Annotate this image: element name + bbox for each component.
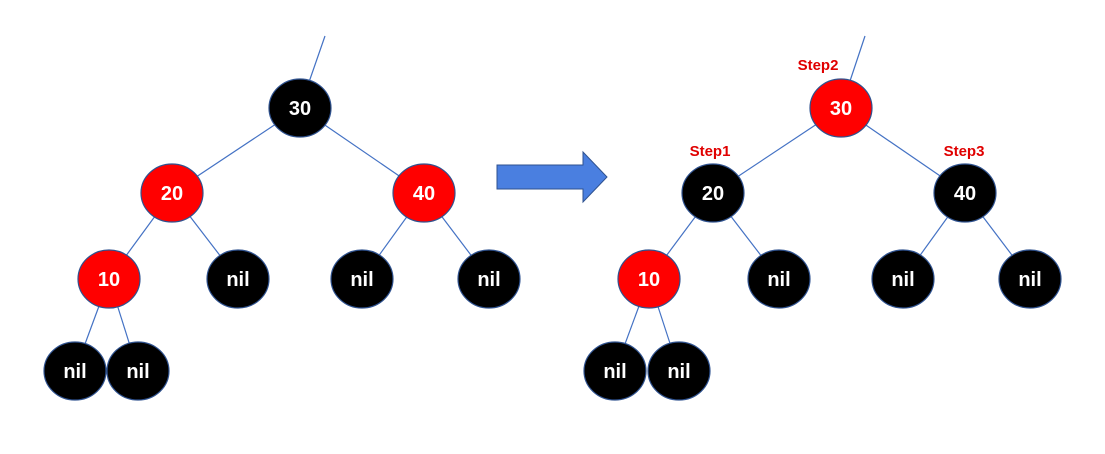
before-node-anil3 xyxy=(457,249,521,309)
after-node-label-b40: 40 xyxy=(954,183,976,205)
before-node-a20 xyxy=(140,163,204,223)
before-node-anil1 xyxy=(206,249,270,309)
before-node-label-anil2: nil xyxy=(350,269,373,291)
after-node-b40 xyxy=(933,163,997,223)
after-node-b20 xyxy=(681,163,745,223)
after-node-bnil1 xyxy=(747,249,811,309)
after-node-b10 xyxy=(617,249,681,309)
before-node-anil2 xyxy=(330,249,394,309)
before-node-a10 xyxy=(77,249,141,309)
after-node-label-bnil1: nil xyxy=(767,269,790,291)
transition-arrow-icon xyxy=(496,150,608,204)
after-node-label-bnil2: nil xyxy=(891,269,914,291)
after-node-label-b20: 20 xyxy=(702,183,724,205)
before-node-label-a20: 20 xyxy=(161,183,183,205)
after-node-bnil4 xyxy=(583,341,647,401)
before-node-a30 xyxy=(268,78,332,138)
before-node-label-a30: 30 xyxy=(289,98,311,120)
before-node-anil4 xyxy=(43,341,107,401)
after-node-label-b30: 30 xyxy=(830,98,852,120)
step3-label: Step3 xyxy=(944,143,985,160)
after-node-bnil2 xyxy=(871,249,935,309)
before-node-label-anil3: nil xyxy=(477,269,500,291)
after-node-b30 xyxy=(809,78,873,138)
after-node-bnil3 xyxy=(998,249,1062,309)
before-node-label-anil4: nil xyxy=(63,361,86,383)
before-node-a40 xyxy=(392,163,456,223)
after-node-label-bnil5: nil xyxy=(667,361,690,383)
before-node-label-anil1: nil xyxy=(226,269,249,291)
before-node-label-a40: 40 xyxy=(413,183,435,205)
before-node-label-a10: 10 xyxy=(98,269,120,291)
step1-label: Step1 xyxy=(690,143,731,160)
before-node-label-anil5: nil xyxy=(126,361,149,383)
after-node-label-b10: 10 xyxy=(638,269,660,291)
after-node-label-bnil3: nil xyxy=(1018,269,1041,291)
after-node-bnil5 xyxy=(647,341,711,401)
after-node-label-bnil4: nil xyxy=(603,361,626,383)
before-node-anil5 xyxy=(106,341,170,401)
step2-label: Step2 xyxy=(798,57,839,74)
